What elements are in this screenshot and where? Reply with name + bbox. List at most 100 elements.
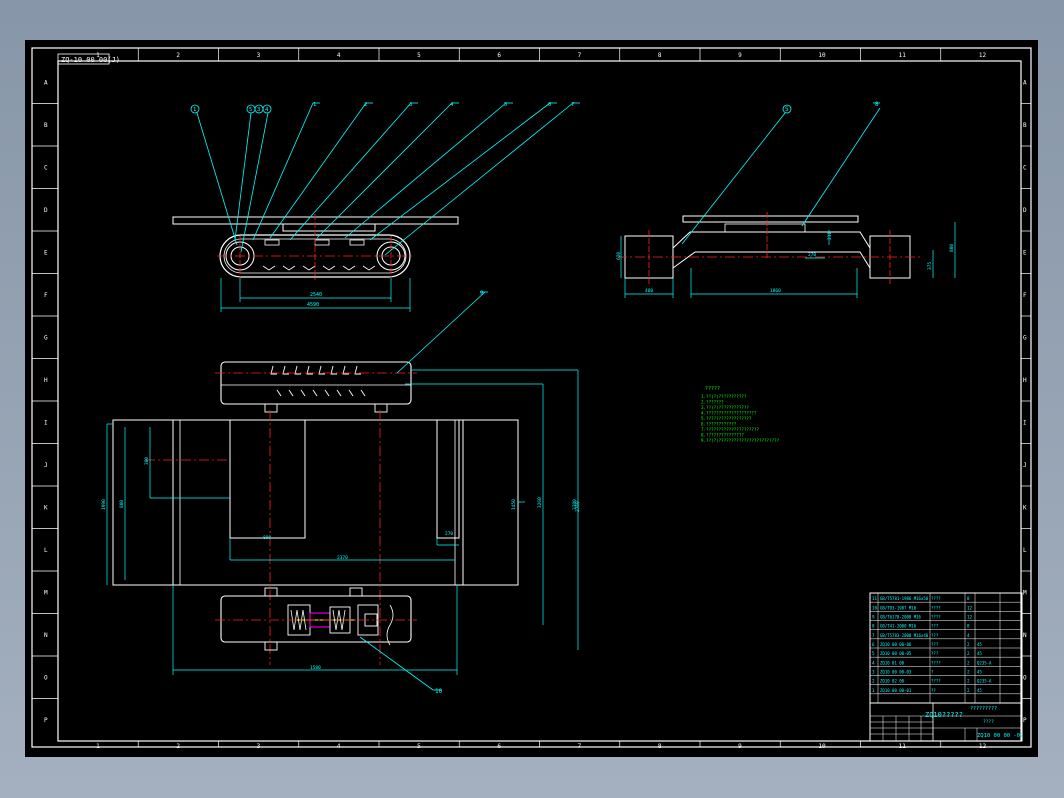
column-label-bottom: 1 <box>96 743 100 750</box>
dim-plan-4: 2760 <box>575 501 581 512</box>
row-label-right: G <box>1023 334 1027 341</box>
part-name: ??? <box>931 642 939 647</box>
tech-note-line: 5.?????????????????? <box>701 416 752 421</box>
column-label-bottom: 8 <box>658 743 662 750</box>
part-qty: 4 <box>967 633 970 638</box>
dim-front-2: 4590 <box>307 302 319 308</box>
part-name: ??? <box>931 624 939 629</box>
part-qty: 12 <box>967 605 973 610</box>
title-block: ????????? ZQ10????? ???? ZQ10 00 00 -02 <box>869 702 1023 742</box>
column-label-bottom: 5 <box>417 743 421 750</box>
part-code: GB/T5781-1986 M16x50 <box>880 596 929 601</box>
row-label-right: L <box>1023 547 1027 554</box>
part-code: GB/T41-2000 M16 <box>880 624 917 629</box>
tech-note-line: 4.???????????????????? <box>701 411 757 416</box>
dim-side-3: 480 <box>645 288 653 294</box>
column-label-top: 6 <box>497 52 501 59</box>
technical-notes: ????? 1.??(?)???????????2.???????3.??(?)… <box>701 386 780 443</box>
part-name: ???? <box>931 605 941 610</box>
part-qty: 2 <box>967 679 970 684</box>
dim-plan-6: 2370 <box>337 555 348 561</box>
part-name: ??? <box>931 651 939 656</box>
tech-notes-lines: 1.??(?)???????????2.???????3.??(?)??????… <box>701 394 780 443</box>
row-label-right: N <box>1023 632 1027 639</box>
section-balloon-10: 10 <box>435 688 443 695</box>
part-name: ???? <box>931 660 941 665</box>
part-code: ZQ10 00 00-05 <box>880 651 912 656</box>
row-label-left: F <box>44 292 48 299</box>
row-label-right: D <box>1023 207 1027 214</box>
part-material: Q235-A <box>977 660 992 665</box>
part-qty: 2 <box>967 688 970 693</box>
row-label-right: M <box>1023 589 1027 596</box>
row-label-left: H <box>44 377 48 384</box>
row-label-left: N <box>44 632 48 639</box>
part-name: ??? <box>931 633 939 638</box>
column-label-bottom: 2 <box>176 743 180 750</box>
row-label-left: C <box>44 164 48 171</box>
column-label-bottom: 6 <box>497 743 501 750</box>
row-label-right: B <box>1023 122 1027 129</box>
tech-note-line: 9.??(?)???????????????????????? <box>701 438 780 443</box>
column-label-top: 12 <box>979 52 987 59</box>
dim-side-6: 211 <box>827 232 833 240</box>
row-label-left: P <box>44 717 48 724</box>
column-label-top: 10 <box>818 52 826 59</box>
row-label-right: C <box>1023 164 1027 171</box>
row-label-left: G <box>44 334 48 341</box>
tech-note-line: 8.??????????????? <box>701 433 744 438</box>
row-label-left: M <box>44 589 48 596</box>
front-leaders <box>196 102 580 256</box>
part-no: 2 <box>872 679 875 684</box>
part-qty: 8 <box>967 596 970 601</box>
column-label-top: 4 <box>337 52 341 59</box>
dim-side-1: 620 <box>616 252 622 260</box>
tech-note-line: 7.????????????????????? <box>701 427 759 432</box>
part-material: Q235-A <box>977 679 992 684</box>
part-qty: 12 <box>967 615 973 620</box>
part-code: GB/T6170-2000 M16 <box>880 615 922 620</box>
row-label-left: I <box>44 419 48 426</box>
front-balloon-label: 6 <box>548 102 551 108</box>
row-label-right: E <box>1023 249 1027 256</box>
part-no: 3 <box>872 670 875 675</box>
tech-note-line: 1.??(?)??????????? <box>701 394 747 399</box>
front-balloon-label: 7 <box>571 102 574 108</box>
side-balloon-5: 5 <box>785 106 789 113</box>
part-no: 1 <box>872 688 875 693</box>
title-number: ZQ10 00 00 -02 <box>977 733 1023 739</box>
dim-plan-7: 1450 <box>511 499 517 510</box>
row-label-left: D <box>44 207 48 214</box>
front-balloon-label: 5 <box>504 102 507 108</box>
part-material: 45 <box>977 642 982 647</box>
outer-frame <box>31 47 1032 748</box>
dim-section-1: 1580 <box>310 665 321 671</box>
row-label-right: A <box>1023 79 1027 86</box>
dim-side-2: 800 <box>949 244 955 252</box>
row-label-left: O <box>44 674 48 681</box>
plan-leader <box>396 291 488 374</box>
tech-note-line: 3.??(?)???????????? <box>701 405 749 410</box>
stamp-box <box>57 53 110 65</box>
part-code: ZQ10 00 00-06 <box>880 642 912 647</box>
title-name: ZQ10????? <box>925 711 963 719</box>
front-balloon-label: 4 <box>450 102 454 108</box>
row-label-left: A <box>44 79 48 86</box>
row-label-left: L <box>44 547 48 554</box>
part-no: 11 <box>872 596 878 601</box>
column-label-top: 5 <box>417 52 421 59</box>
part-code: ZQ10 00 00-01 <box>880 688 912 693</box>
part-code: GB/T93-1987 M16 <box>880 605 917 610</box>
dim-plan-2: 800 <box>119 500 125 508</box>
column-label-top: 1 <box>96 52 100 59</box>
row-label-right: F <box>1023 292 1027 299</box>
part-qty: 8 <box>967 624 970 629</box>
part-material: 45 <box>977 688 982 693</box>
row-label-right: H <box>1023 377 1027 384</box>
